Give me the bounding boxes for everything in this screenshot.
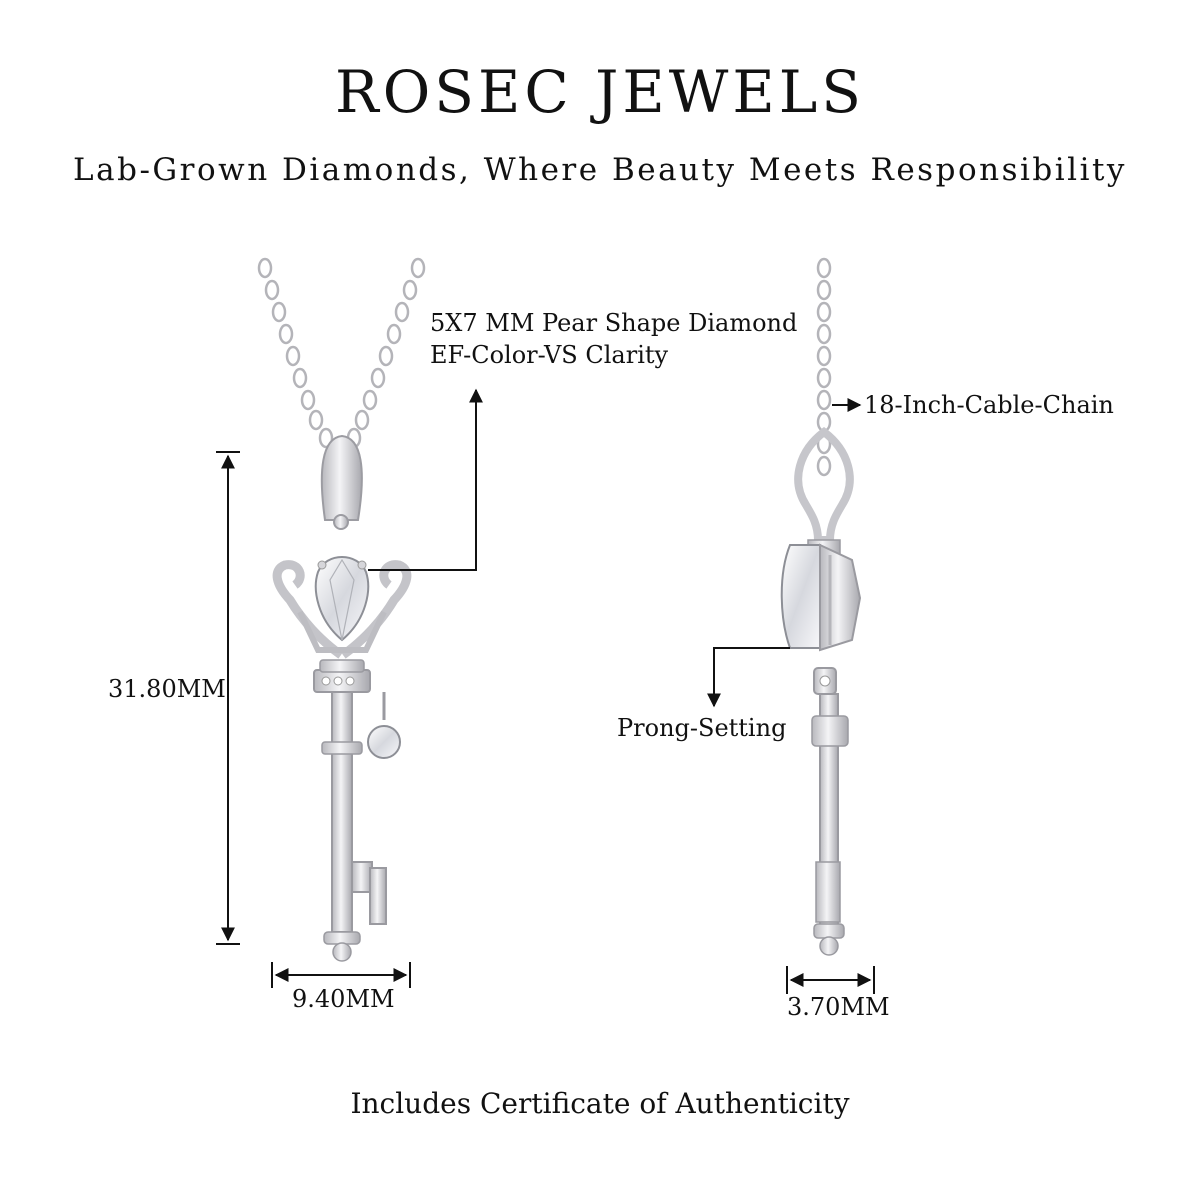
front-crown-scroll-left xyxy=(272,560,344,659)
front-chain-right xyxy=(346,257,426,449)
stone-description-line1: 5X7 MM Pear Shape Diamond xyxy=(430,309,798,337)
certificate-note: Includes Certificate of Authenticity xyxy=(350,1087,850,1120)
brand-title: ROSEC JEWELS xyxy=(335,58,865,126)
front-key-shaft xyxy=(331,691,353,933)
front-stone-callout xyxy=(368,388,483,571)
front-height-dimension xyxy=(216,451,240,945)
stone-description-line2: EF-Color-VS Clarity xyxy=(430,341,669,369)
front-pendant xyxy=(257,257,426,962)
setting-label: Prong-Setting xyxy=(617,714,787,742)
brand-tagline: Lab-Grown Diamonds, Where Beauty Meets R… xyxy=(73,152,1127,188)
front-chain-left xyxy=(257,257,334,449)
side-setting-callout xyxy=(707,647,790,708)
side-chain xyxy=(816,257,832,477)
side-bail xyxy=(794,426,854,544)
front-width-dimension xyxy=(271,962,411,988)
depth-label: 3.70MM xyxy=(787,993,890,1021)
side-pendant xyxy=(780,257,862,956)
chain-label: 18-Inch-Cable-Chain xyxy=(864,391,1114,419)
side-setting xyxy=(819,543,862,652)
front-dangle-diamond xyxy=(367,725,401,759)
height-label: 31.80MM xyxy=(108,675,226,703)
front-pear-diamond xyxy=(314,556,370,642)
front-bail xyxy=(320,434,363,521)
side-depth-dimension xyxy=(786,966,875,994)
width-label: 9.40MM xyxy=(292,985,395,1013)
